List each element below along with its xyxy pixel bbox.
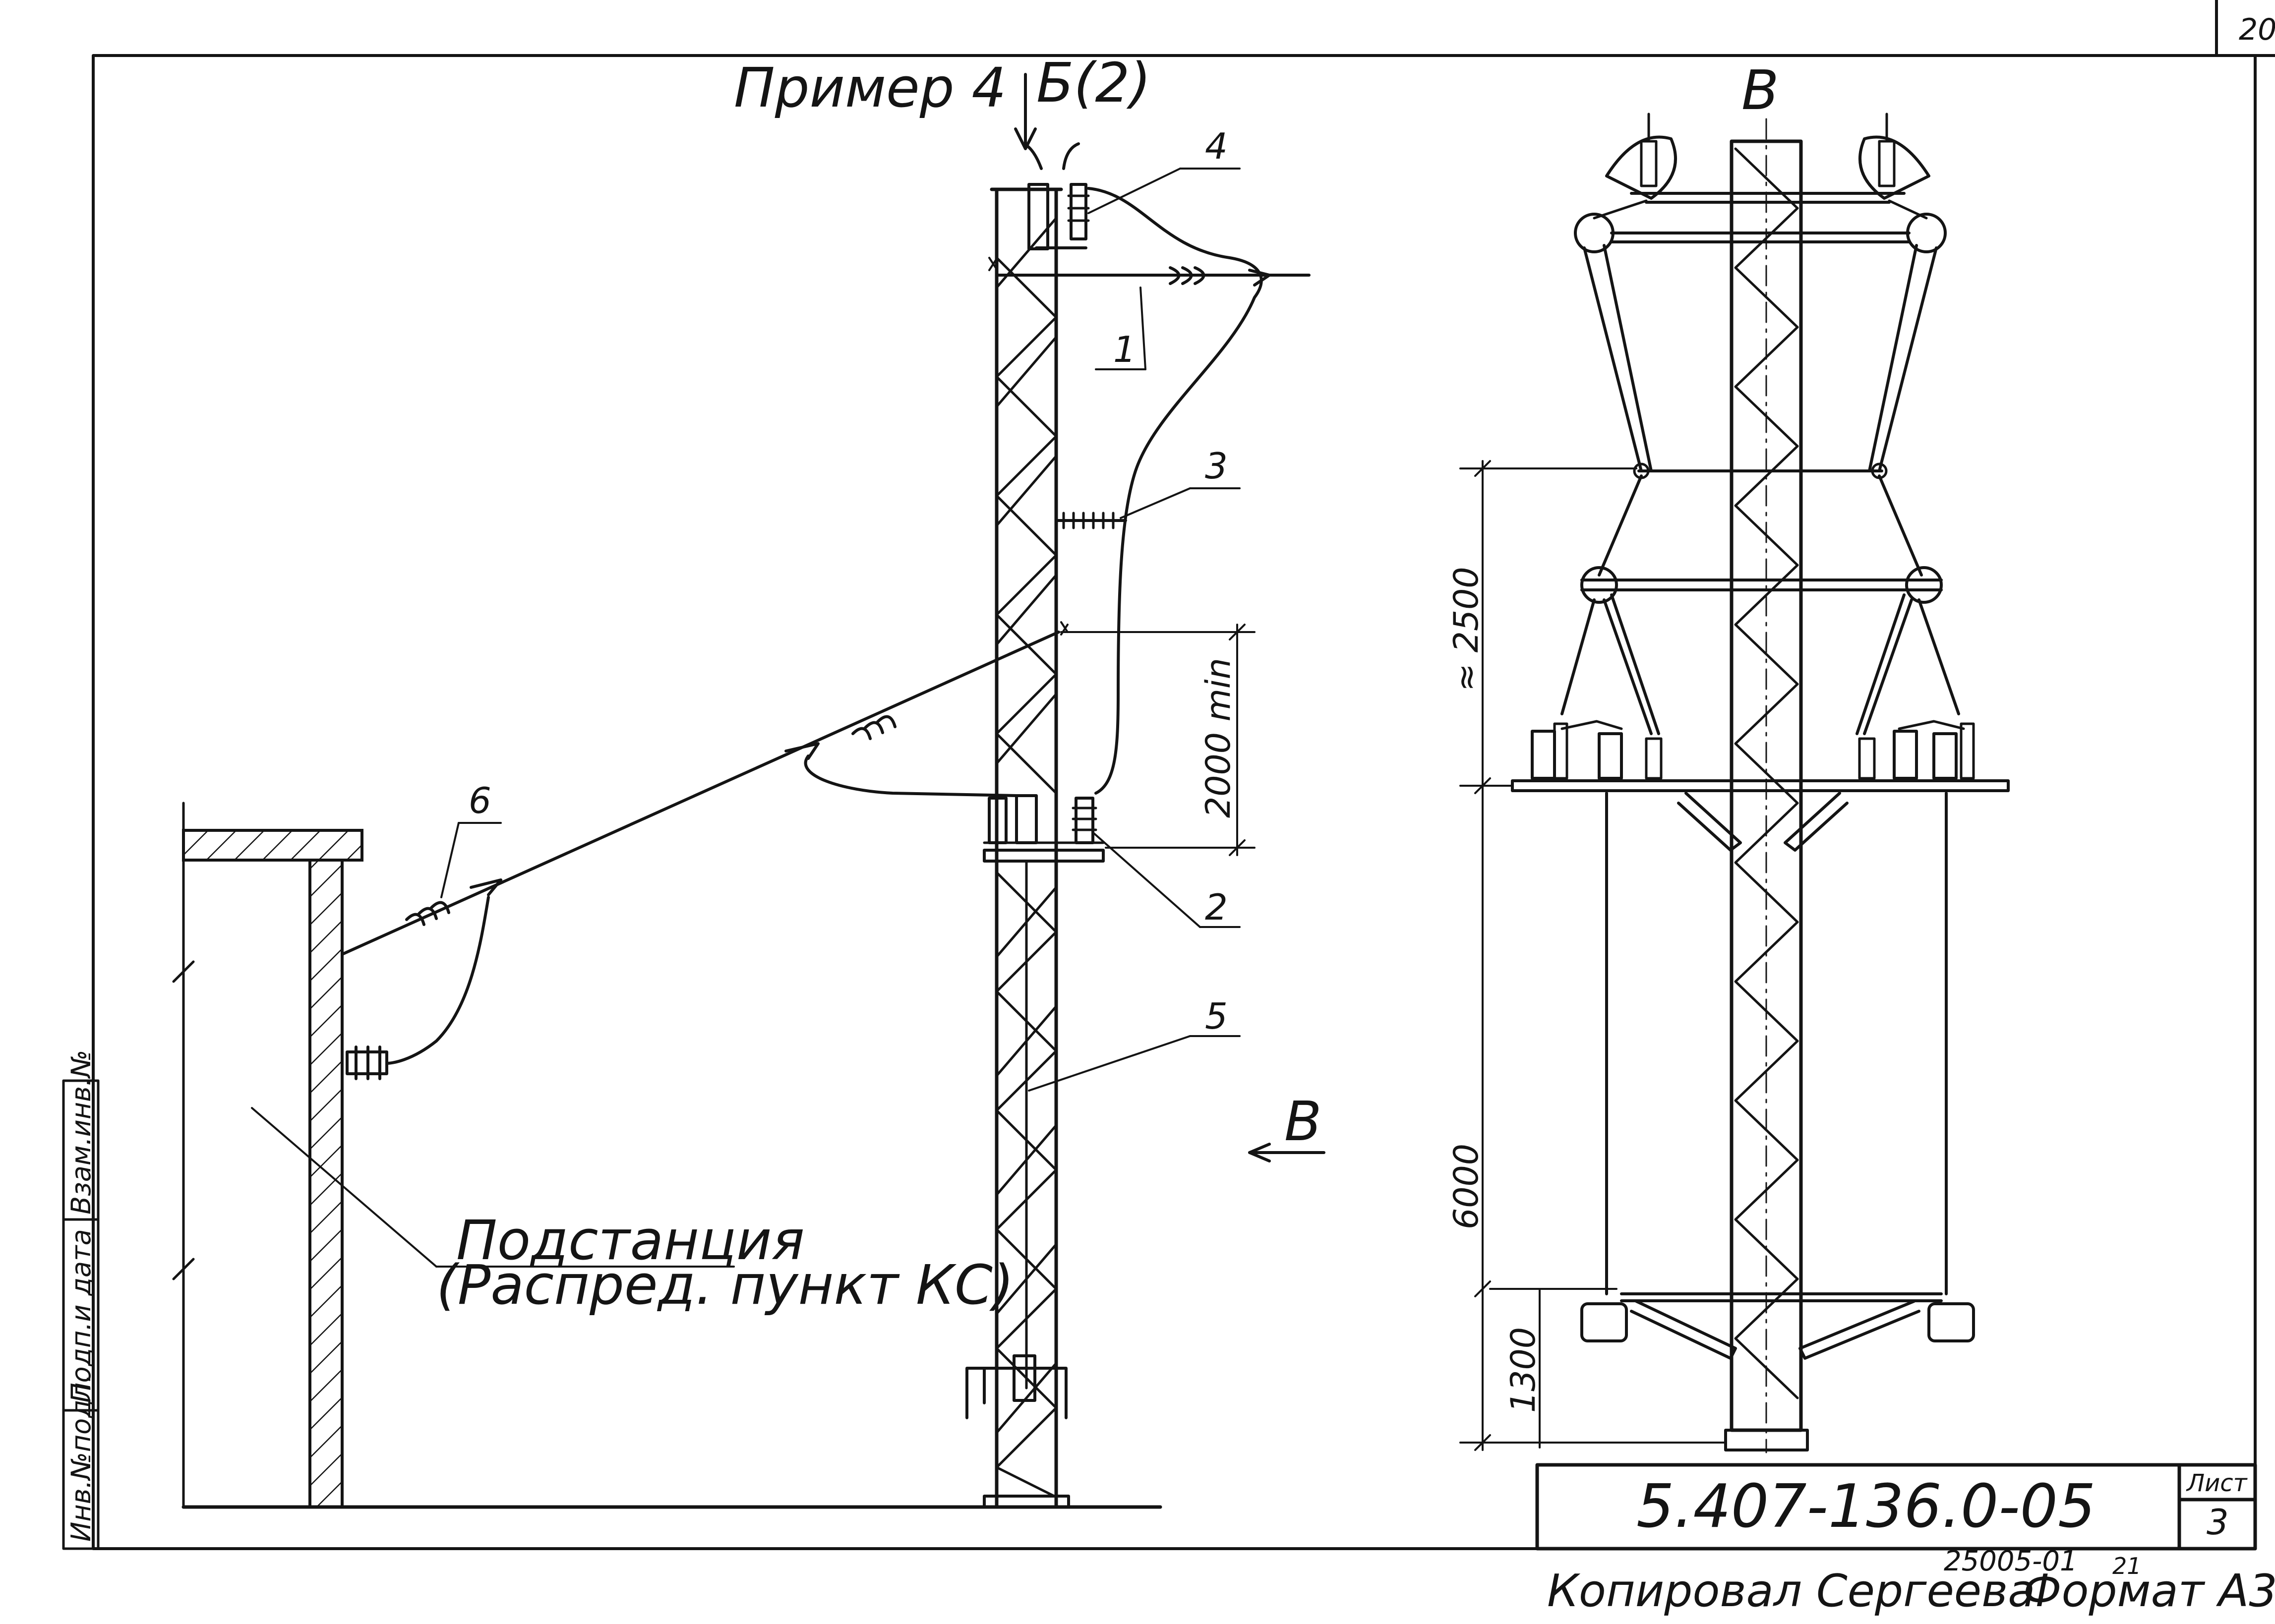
- document-code: 5.407-136.0-05: [1636, 1472, 2095, 1541]
- footer: Копировал Сергеева 25005-01 21 Формат А3: [1547, 1545, 2275, 1617]
- side-stamp: Инв.№подл. Подп.и дата Взам.инв.№: [62, 1050, 100, 1550]
- sheet-number: 3: [2207, 1502, 2229, 1543]
- dimension-2000min: 2000 min: [1060, 624, 1256, 856]
- stamp-inv-number: Инв.№подл.: [65, 1374, 97, 1542]
- overhead-line: [341, 631, 1060, 1065]
- title-block: 5.407-136.0-05 Лист 3: [1535, 1463, 2257, 1551]
- sheet-format: Формат А3: [2023, 1565, 2275, 1617]
- right-dimensions: ≈ 2500 6000 1300: [1447, 460, 1727, 1451]
- substation-building: [172, 802, 1162, 1509]
- callouts: 1 2 3 4 5 6: [440, 125, 1241, 1092]
- substation-label: Подстанция (Распред. пункт КС): [251, 1107, 1014, 1317]
- dim-approx-2500: ≈ 2500: [1447, 567, 1486, 692]
- callout-3: 3: [1205, 445, 1228, 487]
- left-mast: [965, 142, 1311, 1509]
- callout-6: 6: [469, 780, 491, 821]
- callout-5: 5: [1205, 995, 1228, 1037]
- sheet-frame: 20: [92, 0, 2275, 1550]
- callout-1: 1: [1113, 329, 1136, 370]
- stamp-replace-inv: Взам.инв.№: [65, 1050, 97, 1215]
- dim-6000: 6000: [1447, 1144, 1486, 1229]
- dim-2000-min: 2000 min: [1199, 658, 1238, 818]
- view-b-label: Б(2): [1036, 51, 1151, 115]
- stamp-signature-date: Подп.и дата: [65, 1229, 97, 1403]
- view-v-arrow-label: В: [1284, 1090, 1321, 1153]
- right-view: [1511, 113, 2010, 1453]
- callout-4: 4: [1205, 125, 1228, 167]
- sheet-label: Лист: [2186, 1469, 2248, 1497]
- dim-1300: 1300: [1504, 1327, 1543, 1413]
- view-v-arrow: В: [1248, 1090, 1325, 1162]
- view-b-marker: Б(2): [1014, 51, 1151, 150]
- substation-subname: (Распред. пункт КС): [436, 1253, 1014, 1317]
- substation-name: Подстанция: [456, 1209, 805, 1272]
- copied-by: Копировал Сергеева: [1547, 1565, 2035, 1617]
- order-sub: 21: [2112, 1553, 2142, 1579]
- order-number: 25005-01: [1944, 1545, 2078, 1577]
- example-title: Пример 4: [734, 56, 1006, 119]
- view-v-label: В: [1741, 58, 1779, 122]
- sheet-corner-number: 20: [2239, 12, 2275, 47]
- callout-2: 2: [1205, 886, 1228, 928]
